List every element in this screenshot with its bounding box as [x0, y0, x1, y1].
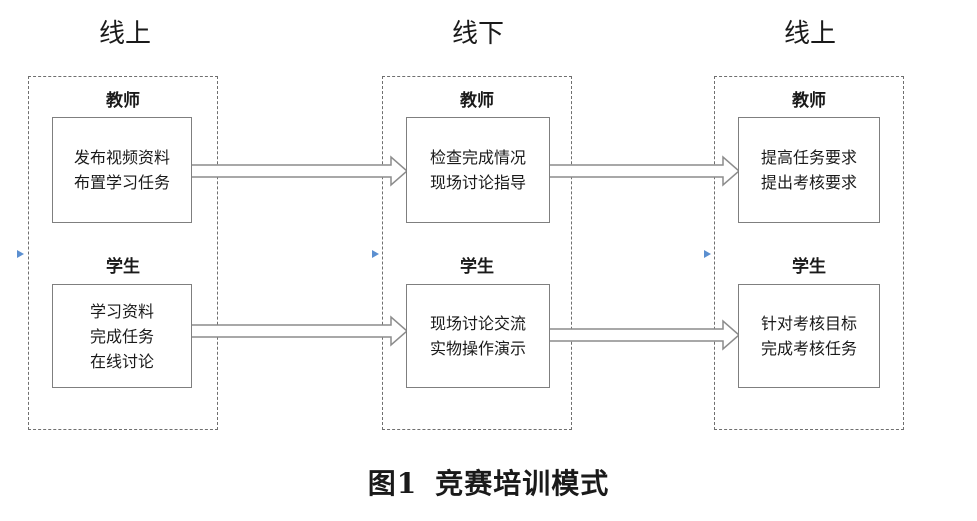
- student-task-3-1: 针对考核目标: [760, 314, 857, 333]
- phase-group-2: [382, 76, 572, 430]
- figure-title: 竞赛培训模式: [435, 467, 610, 500]
- arrow-teacher-1-2: [190, 155, 409, 187]
- arrow-teacher-2-3: [548, 155, 741, 187]
- figure-number: 图1: [367, 467, 418, 500]
- teacher-task-1-2: 布置学习任务: [73, 173, 170, 192]
- student-label-2: 学生: [460, 257, 494, 277]
- teacher-box-1: 发布视频资料 布置学习任务: [52, 117, 192, 223]
- group-marker-1: [17, 250, 24, 258]
- teacher-task-1-1: 发布视频资料: [73, 148, 170, 167]
- student-task-1-3: 在线讨论: [89, 351, 154, 371]
- phase-group-1: [28, 76, 218, 430]
- student-task-2-1: 现场讨论交流: [429, 314, 526, 333]
- teacher-task-3-2: 提出考核要求: [760, 173, 857, 192]
- student-box-3: 针对考核目标 完成考核任务: [738, 284, 880, 388]
- teacher-box-3: 提高任务要求 提出考核要求: [738, 117, 880, 223]
- figure-caption: 图1 竞赛培训模式: [0, 462, 977, 506]
- phase-group-3: [714, 76, 904, 430]
- teacher-label-2: 教师: [460, 91, 494, 111]
- teacher-task-3-1: 提高任务要求: [760, 148, 857, 167]
- phase-label-1: 线上: [98, 19, 151, 49]
- student-task-1-1: 学习资料: [89, 301, 154, 321]
- teacher-box-2: 检查完成情况 现场讨论指导: [406, 117, 550, 223]
- phase-label-2: 线下: [451, 19, 504, 49]
- group-marker-3: [704, 250, 711, 258]
- teacher-label-1: 教师: [106, 91, 140, 111]
- student-label-1: 学生: [106, 257, 140, 277]
- group-marker-2: [372, 250, 379, 258]
- phase-label-3: 线上: [783, 19, 836, 49]
- teacher-task-2-1: 检查完成情况: [429, 148, 526, 167]
- arrow-student-1-2: [190, 315, 409, 347]
- student-box-1: 学习资料 完成任务 在线讨论: [52, 284, 192, 388]
- teacher-task-2-2: 现场讨论指导: [429, 173, 526, 192]
- student-label-3: 学生: [792, 257, 826, 277]
- student-task-2-2: 实物操作演示: [429, 339, 526, 358]
- student-task-1-2: 完成任务: [89, 326, 154, 346]
- student-box-2: 现场讨论交流 实物操作演示: [406, 284, 550, 388]
- arrow-student-2-3: [548, 319, 741, 351]
- teacher-label-3: 教师: [792, 91, 826, 111]
- student-task-3-2: 完成考核任务: [760, 339, 857, 358]
